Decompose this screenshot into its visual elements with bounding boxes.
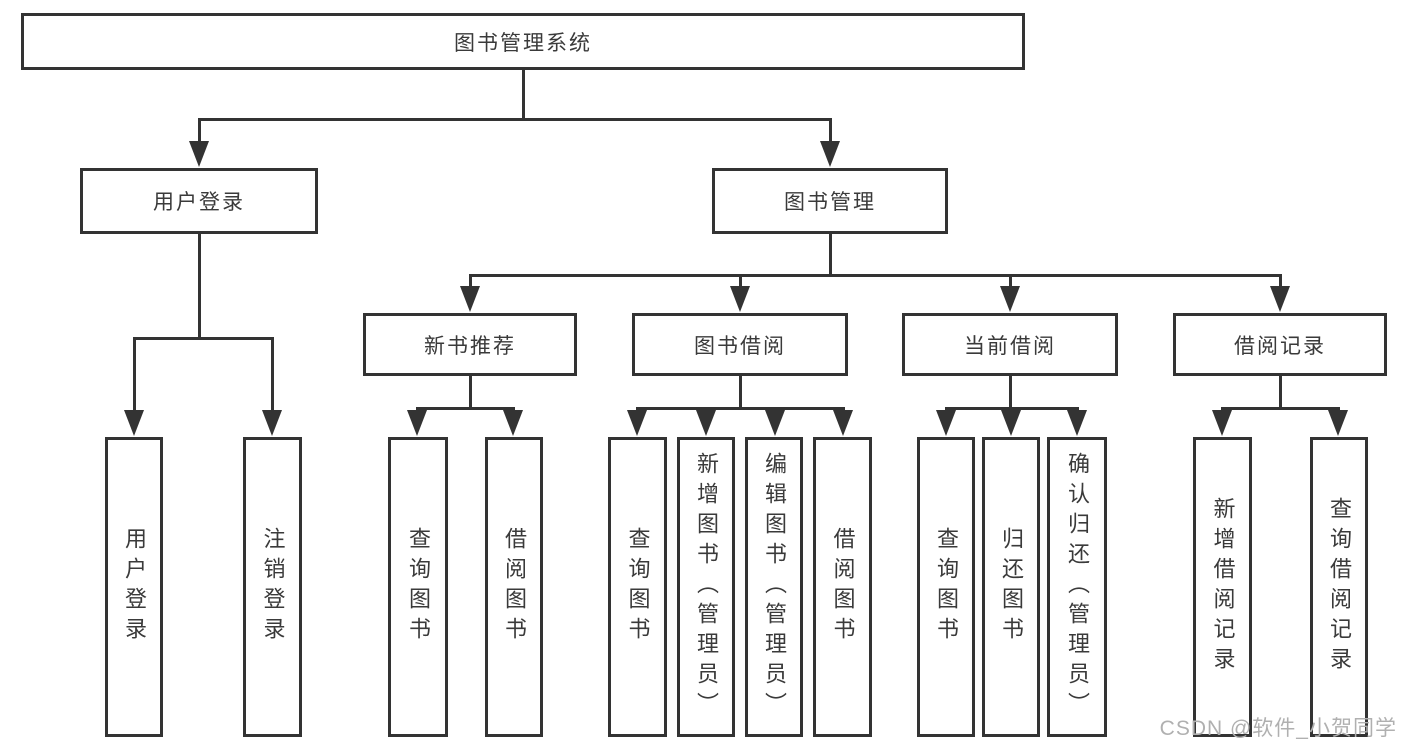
node-leaf-borrow-books-1: 借阅图书 bbox=[485, 437, 543, 737]
arrowhead-down-icon bbox=[124, 410, 144, 436]
arrowhead-down-icon bbox=[1270, 286, 1290, 312]
connector-line bbox=[270, 337, 274, 413]
node-user-login-module: 用户登录 bbox=[80, 168, 318, 234]
arrowhead-down-icon bbox=[503, 410, 523, 436]
connector-line bbox=[828, 118, 832, 146]
arrowhead-down-icon bbox=[820, 141, 840, 167]
csdn-watermark: CSDN @软件_小贺同学 bbox=[1159, 717, 1397, 740]
arrowhead-down-icon bbox=[765, 410, 785, 436]
arrowhead-down-icon bbox=[1067, 410, 1087, 436]
connector-line bbox=[197, 118, 832, 121]
connector-line bbox=[521, 70, 525, 121]
connector-line bbox=[415, 407, 515, 410]
node-leaf-query-borrow-record: 查询借阅记录 bbox=[1310, 437, 1368, 737]
connector-line bbox=[738, 274, 742, 288]
node-leaf-borrow-books-2: 借阅图书 bbox=[813, 437, 872, 737]
node-leaf-edit-books: 编辑图书（管理员） bbox=[745, 437, 803, 737]
arrowhead-down-icon bbox=[730, 286, 750, 312]
node-current-borrowing: 当前借阅 bbox=[902, 313, 1118, 376]
arrowhead-down-icon bbox=[1212, 410, 1232, 436]
node-leaf-confirm-return: 确认归还（管理员） bbox=[1047, 437, 1107, 737]
node-leaf-add-borrow-record: 新增借阅记录 bbox=[1193, 437, 1252, 737]
connector-line bbox=[132, 337, 274, 340]
connector-line bbox=[1278, 274, 1282, 288]
node-leaf-query-books-2: 查询图书 bbox=[608, 437, 667, 737]
arrowhead-down-icon bbox=[407, 410, 427, 436]
connector-line bbox=[132, 337, 136, 413]
arrowhead-down-icon bbox=[189, 141, 209, 167]
connector-line bbox=[635, 407, 845, 410]
arrowhead-down-icon bbox=[833, 410, 853, 436]
node-leaf-query-books-1: 查询图书 bbox=[388, 437, 448, 737]
arrowhead-down-icon bbox=[1328, 410, 1348, 436]
node-book-borrowing: 图书借阅 bbox=[632, 313, 848, 376]
arrowhead-down-icon bbox=[936, 410, 956, 436]
node-root-library-system: 图书管理系统 bbox=[21, 13, 1025, 70]
connector-line bbox=[828, 234, 832, 277]
arrowhead-down-icon bbox=[1001, 410, 1021, 436]
connector-line bbox=[468, 274, 1282, 277]
node-leaf-user-login: 用户登录 bbox=[105, 437, 163, 737]
node-leaf-return-books: 归还图书 bbox=[982, 437, 1040, 737]
node-book-management-module: 图书管理 bbox=[712, 168, 948, 234]
arrowhead-down-icon bbox=[262, 410, 282, 436]
node-borrowing-records: 借阅记录 bbox=[1173, 313, 1387, 376]
connector-line bbox=[1220, 407, 1340, 410]
connector-line bbox=[738, 376, 742, 407]
arrowhead-down-icon bbox=[1000, 286, 1020, 312]
connector-line bbox=[197, 118, 201, 146]
node-leaf-add-books: 新增图书（管理员） bbox=[677, 437, 735, 737]
connector-line bbox=[1008, 376, 1012, 407]
connector-line bbox=[1008, 274, 1012, 288]
connector-line bbox=[468, 274, 472, 288]
arrowhead-down-icon bbox=[627, 410, 647, 436]
arrowhead-down-icon bbox=[460, 286, 480, 312]
node-new-book-recommend: 新书推荐 bbox=[363, 313, 577, 376]
connector-line bbox=[197, 234, 201, 337]
node-leaf-logout: 注销登录 bbox=[243, 437, 302, 737]
node-leaf-query-books-3: 查询图书 bbox=[917, 437, 975, 737]
arrowhead-down-icon bbox=[696, 410, 716, 436]
connector-line bbox=[468, 376, 472, 407]
connector-line bbox=[1278, 376, 1282, 407]
